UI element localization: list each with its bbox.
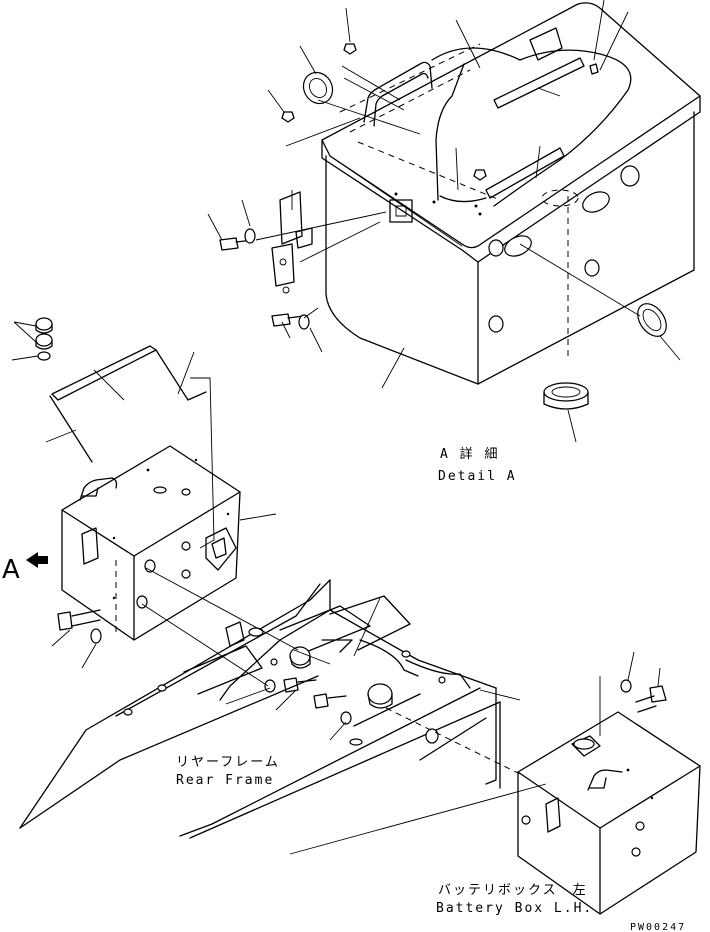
detail-a-parts [219,43,667,410]
rear-frame-label-en: Rear Frame [176,773,274,788]
detail-a-leaders [207,0,681,443]
bolts-lower-left [51,609,102,669]
view-arrow-label: A [2,555,20,585]
battery-box-label-jp: バッテリボックス 左 [438,883,588,898]
drawing-code: PW00247 [630,922,686,932]
hold-down-rod [11,317,207,463]
view-arrow-a: A [2,552,48,585]
battery-box-lh [289,651,701,915]
detail-a-label-en: Detail A [438,469,517,484]
battery-box-left-mounted [61,445,277,641]
detail-a-label-jp: A 詳 細 [440,446,499,462]
battery-box-label-en: Battery Box L.H. [436,901,593,916]
detail-a-battery-box [321,2,701,385]
rear-frame [19,377,521,839]
rear-frame-label-jp: リヤーフレーム [176,755,280,770]
